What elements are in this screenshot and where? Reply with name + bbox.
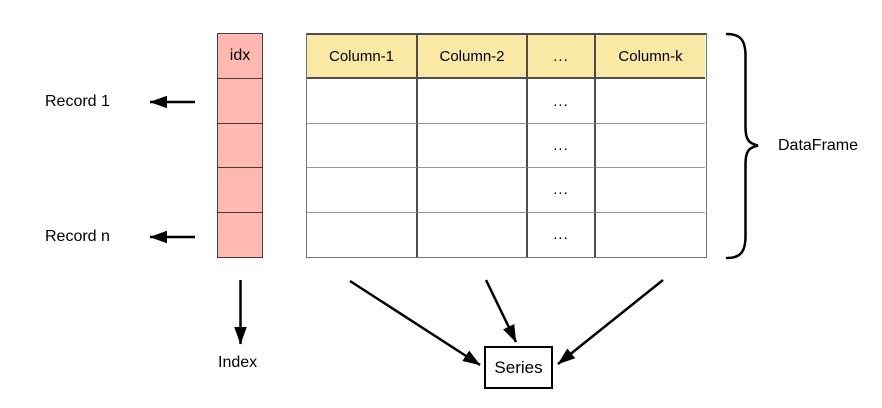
dataframe-label: DataFrame — [778, 137, 859, 154]
table-cell — [418, 123, 528, 169]
table-cell-ellipsis: ... — [528, 168, 596, 213]
table-cell — [418, 79, 528, 124]
table-cell — [307, 212, 418, 257]
column-header: Column-k — [596, 35, 705, 80]
table-cell-ellipsis: ... — [528, 123, 596, 169]
index-label: Index — [218, 354, 258, 371]
column-header: Column-1 — [307, 35, 418, 80]
table-cell-ellipsis: ... — [528, 79, 596, 124]
index-cell — [218, 213, 262, 257]
table-cell — [418, 168, 528, 213]
index-cell — [218, 79, 262, 124]
table-cell — [307, 123, 418, 169]
table-cell — [418, 212, 528, 257]
index-column: idx — [217, 33, 263, 258]
series-arrow-right — [557, 279, 664, 365]
table-cell — [596, 79, 705, 124]
index-cell — [218, 124, 262, 169]
column-header-ellipsis: ... — [528, 35, 596, 80]
table-cell — [596, 123, 705, 169]
series-arrow-left — [349, 279, 481, 367]
table-cell — [596, 168, 705, 213]
series-label: Series — [494, 357, 543, 377]
dataframe-table: Column-1 Column-2 ... Column-k ... ... .… — [306, 33, 707, 258]
record-n-label: Record n — [45, 228, 110, 245]
series-box: Series — [484, 346, 553, 389]
index-column-header: idx — [218, 34, 262, 79]
column-header: Column-2 — [418, 35, 528, 80]
index-cell — [218, 168, 262, 214]
table-cell-ellipsis: ... — [528, 212, 596, 257]
dataframe-brace — [725, 32, 759, 260]
series-arrow-middle — [484, 279, 518, 343]
table-cell — [307, 168, 418, 213]
table-cell — [596, 212, 705, 257]
record-1-label: Record 1 — [45, 93, 110, 110]
table-cell — [307, 79, 418, 124]
